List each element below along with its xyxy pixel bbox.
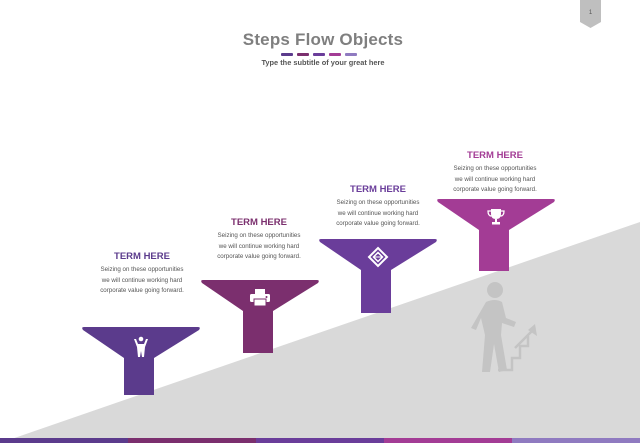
step-1-description: Seizing on these opportunities we will c…	[100, 266, 184, 294]
step-3-term: TERM HERE	[350, 184, 406, 195]
step-2-term: TERM HERE	[231, 217, 287, 228]
title-accent-bar	[345, 53, 357, 56]
bottom-color-strip	[0, 438, 640, 443]
person-climbing-stairs-icon	[471, 282, 537, 372]
title-accent-bar	[329, 53, 341, 56]
page-number-badge: 1	[580, 0, 601, 28]
printer-icon	[250, 289, 270, 307]
page-title: Steps Flow Objects	[242, 30, 404, 49]
trophy-icon	[487, 209, 505, 225]
step-4-term: TERM HERE	[467, 150, 523, 161]
person-arms-up-icon	[134, 336, 148, 357]
cube-icon	[367, 246, 389, 268]
page-number: 1	[588, 10, 593, 16]
title-accent-bar	[297, 53, 309, 56]
step-2-description: Seizing on these opportunities we will c…	[217, 232, 301, 260]
step-4-description: Seizing on these opportunities we will c…	[453, 165, 537, 193]
title-accent-bar	[313, 53, 325, 56]
step-1-term: TERM HERE	[114, 251, 170, 262]
step-3-description: Seizing on these opportunities we will c…	[336, 199, 420, 227]
title-accent-bar	[281, 53, 293, 56]
page-subtitle: Type the subtitle of your great here	[261, 58, 385, 67]
